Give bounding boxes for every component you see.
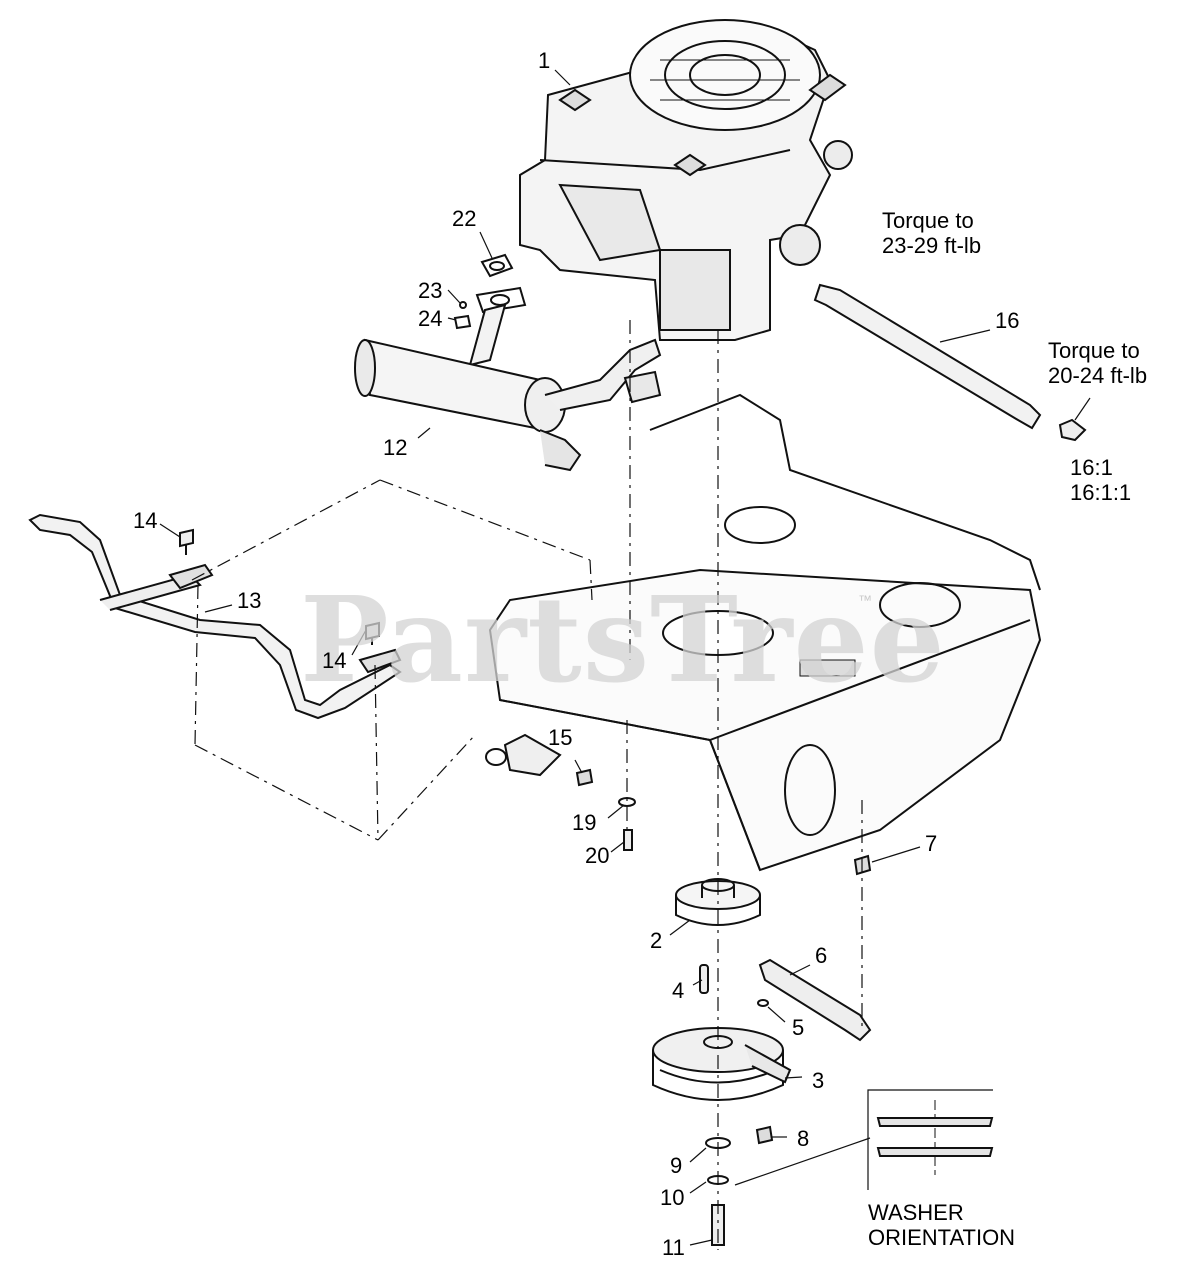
nut-8: [755, 1125, 774, 1145]
frame: [485, 393, 1042, 872]
cable: [758, 958, 872, 1042]
alignment-lines: [191, 320, 863, 1250]
torque-note-engine-line1: Torque to: [882, 208, 974, 233]
washer-5: [757, 999, 769, 1007]
variant-16-1: 16:1: [1070, 455, 1113, 480]
nut-15: [575, 768, 594, 787]
variant-16-1-1: 16:1:1: [1070, 480, 1132, 506]
callout-13: 13: [237, 588, 262, 613]
torque-note-shaft: Torque to 20-24 ft-lb: [1048, 338, 1147, 389]
engine: [519, 19, 853, 341]
handle-bar: [28, 513, 402, 720]
watermark-trademark: ™: [858, 592, 872, 608]
callout-10: 10: [660, 1185, 685, 1210]
callout-6: 6: [815, 943, 828, 968]
variant-note: 16:1 16:1:1: [1070, 455, 1131, 506]
pulley: [675, 878, 761, 926]
torque-note-engine: Torque to 23-29 ft-lb: [882, 208, 981, 259]
callout-14-lower: 14: [322, 648, 347, 673]
clutch: [652, 1027, 792, 1101]
callout-23: 23: [418, 278, 443, 303]
bolt-14a: [179, 528, 194, 548]
washer-orientation-caption: WASHER ORIENTATION: [868, 1200, 1015, 1251]
washer-caption-line2: ORIENTATION: [868, 1225, 1016, 1251]
bolt-14b: [365, 621, 380, 641]
callout-19: 19: [572, 810, 597, 835]
muffler: [354, 303, 662, 472]
torque-note-shaft-line1: Torque to: [1048, 338, 1140, 363]
callout-14-upper: 14: [133, 508, 158, 533]
callout-8: 8: [797, 1126, 810, 1151]
shaft-16: [813, 283, 1087, 442]
gaskets: [453, 253, 527, 330]
callout-15: 15: [548, 725, 573, 750]
callout-2: 2: [650, 928, 663, 953]
callout-9: 9: [670, 1153, 683, 1178]
watermark: PartsTree: [300, 570, 946, 709]
callout-24: 24: [418, 306, 443, 331]
callout-11: 11: [662, 1235, 685, 1260]
washer-orientation-inset: [867, 1089, 994, 1190]
callout-5: 5: [792, 1015, 805, 1040]
torque-note-shaft-line2: 20-24 ft-lb: [1048, 363, 1148, 389]
bolt-20: [623, 829, 633, 851]
callout-4: 4: [672, 978, 685, 1003]
callout-20: 20: [585, 843, 610, 868]
bolt-11: [711, 1204, 725, 1246]
callout-1: 1: [538, 48, 551, 73]
washer-caption-line1: WASHER: [868, 1200, 964, 1225]
callout-16: 16: [995, 308, 1020, 333]
key: [699, 964, 709, 994]
callout-22: 22: [452, 206, 477, 231]
callout-12: 12: [383, 435, 408, 460]
callout-7: 7: [925, 831, 938, 856]
leader-lines: [159, 69, 1091, 1246]
torque-note-engine-line2: 23-29 ft-lb: [882, 233, 982, 259]
callout-3: 3: [812, 1068, 825, 1093]
